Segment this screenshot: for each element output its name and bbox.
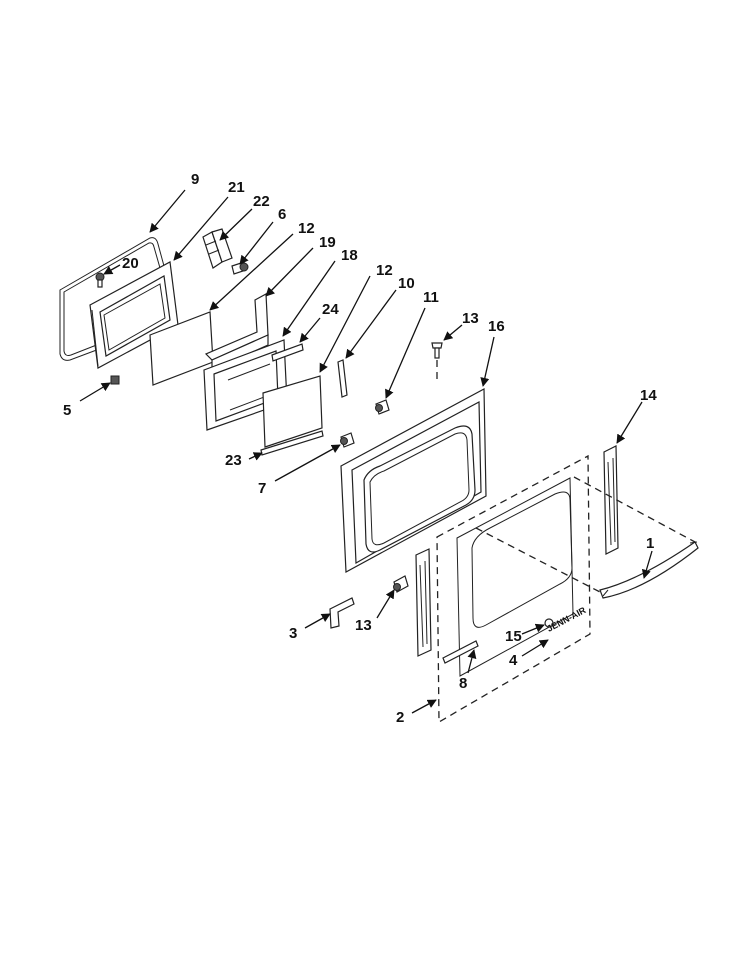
callout-10: 10 xyxy=(398,275,415,292)
callout-21: 21 xyxy=(228,179,245,196)
right-side-trim-part xyxy=(603,445,619,555)
assembly-lines xyxy=(475,476,696,593)
callout-20: 20 xyxy=(122,255,139,272)
left-side-trim-part xyxy=(415,548,432,657)
callout-14: 14 xyxy=(640,387,657,404)
screw-part-13-top xyxy=(431,342,443,382)
callout-6: 6 xyxy=(278,206,286,223)
door-handle-part xyxy=(599,541,699,599)
glass-panel-part-lower xyxy=(262,375,323,448)
callout-1: 1 xyxy=(646,535,654,552)
inner-glass-frame-part xyxy=(203,339,288,431)
callout-2: 2 xyxy=(396,709,404,726)
callout-labels: 9 21 22 6 12 19 18 12 10 11 13 16 14 20 … xyxy=(63,171,657,726)
screw-part-13-lower xyxy=(393,575,409,593)
callout-23: 23 xyxy=(225,452,242,469)
bracket-part-3 xyxy=(329,597,355,629)
bottom-vent-strip-part xyxy=(442,640,479,664)
callout-leaders xyxy=(79,189,653,714)
callout-9: 9 xyxy=(191,171,199,188)
callout-18: 18 xyxy=(341,247,358,264)
callout-12-lower: 12 xyxy=(376,262,393,279)
inner-door-frame-part xyxy=(89,261,179,369)
callout-7: 7 xyxy=(258,480,266,497)
callout-12-upper: 12 xyxy=(298,220,315,237)
callout-4: 4 xyxy=(509,652,518,669)
badge-button-part xyxy=(544,618,554,628)
callout-8: 8 xyxy=(459,675,467,692)
screw-part-7 xyxy=(340,432,355,448)
callout-24: 24 xyxy=(322,301,339,318)
callout-16: 16 xyxy=(488,318,505,335)
clip-part-5 xyxy=(110,375,120,385)
callout-15: 15 xyxy=(505,628,522,645)
screw-part-11 xyxy=(375,399,390,415)
callout-22: 22 xyxy=(253,193,270,210)
callout-11: 11 xyxy=(423,289,439,306)
side-strip-part xyxy=(337,359,348,398)
inner-door-panel-part xyxy=(340,388,487,573)
callout-13-lower: 13 xyxy=(355,617,372,634)
outer-door-part xyxy=(436,454,591,724)
insulation-strip-part xyxy=(271,343,304,362)
callout-13-top: 13 xyxy=(462,310,479,327)
screw-part-20 xyxy=(95,272,105,288)
callout-3: 3 xyxy=(289,625,297,642)
hinge-bracket-part xyxy=(202,228,233,269)
callout-19: 19 xyxy=(319,234,336,251)
callout-5: 5 xyxy=(63,402,71,419)
